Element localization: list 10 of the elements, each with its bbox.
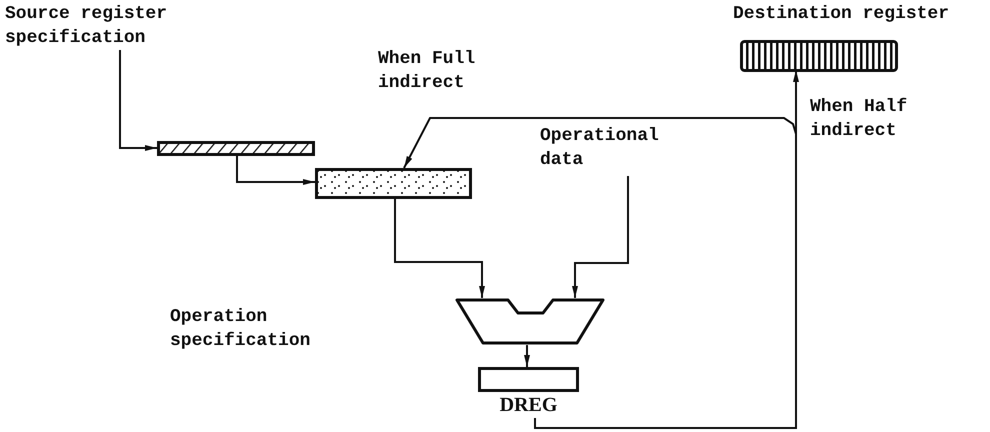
register-label: Destination register xyxy=(733,3,950,26)
connector-arrow xyxy=(394,199,485,298)
connector-arrow xyxy=(403,117,797,429)
connector-arrow xyxy=(119,50,157,151)
input-label: Operational data xyxy=(540,125,660,172)
connector-arrow xyxy=(236,156,315,185)
connector-arrow xyxy=(572,176,629,298)
register-label: Source register specification xyxy=(5,3,168,50)
connector-arrow xyxy=(524,345,530,367)
register-name: DREG xyxy=(498,393,558,417)
